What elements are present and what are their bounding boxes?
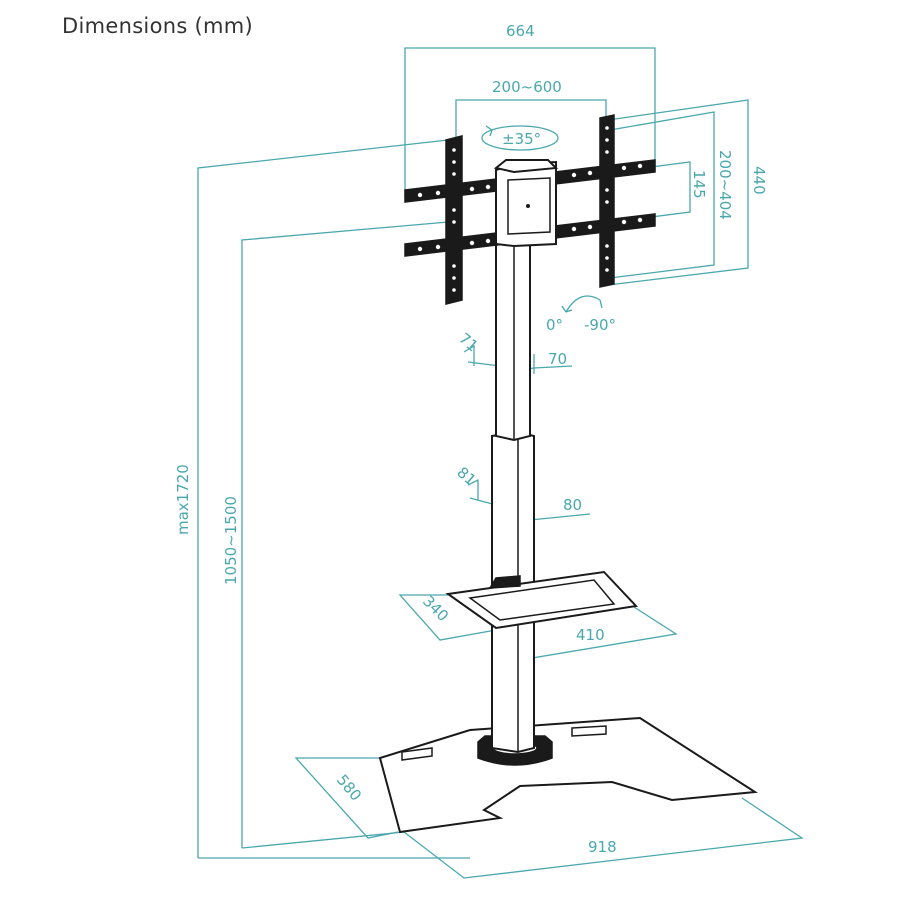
label-tilt-end: -90° <box>584 316 616 334</box>
base-plate <box>378 716 758 834</box>
vesa-height-range-line <box>609 111 715 279</box>
label-max-height: max1720 <box>174 464 192 535</box>
label-71: 71 <box>455 329 481 355</box>
label-height-range: 1050~1500 <box>222 496 240 585</box>
max-height-line <box>197 139 449 858</box>
label-70: 70 <box>548 350 567 368</box>
label-200-404: 200~404 <box>716 150 734 220</box>
shelf <box>445 570 639 630</box>
vesa-width-range-line <box>455 99 607 138</box>
label-440-rot: 440 <box>750 166 768 195</box>
upper-depth-mark <box>463 344 475 366</box>
pole <box>491 238 535 754</box>
label-80: 80 <box>563 496 582 514</box>
label-340: 340 <box>419 592 452 625</box>
vesa-height-max-line <box>607 99 749 286</box>
height-range-line <box>241 221 449 848</box>
label-swivel: ±35° <box>502 130 541 148</box>
label-tilt-start: 0° <box>546 316 563 334</box>
label-664: 664 <box>506 22 535 40</box>
label-410: 410 <box>576 626 605 644</box>
vesa-bracket <box>404 114 656 305</box>
label-200-600: 200~600 <box>492 78 562 96</box>
label-81: 81 <box>453 463 479 489</box>
swivel-indicator <box>481 125 559 151</box>
label-918: 918 <box>588 838 617 856</box>
dimension-labels: 664 200~600 ±35° 440 440 200~404 145 0° … <box>174 22 768 856</box>
label-145: 145 <box>690 170 708 199</box>
page-title: Dimensions (mm) <box>62 14 254 38</box>
vesa-width-max-line <box>404 47 656 198</box>
tilt-indicator <box>561 295 603 313</box>
label-580: 580 <box>333 771 365 805</box>
